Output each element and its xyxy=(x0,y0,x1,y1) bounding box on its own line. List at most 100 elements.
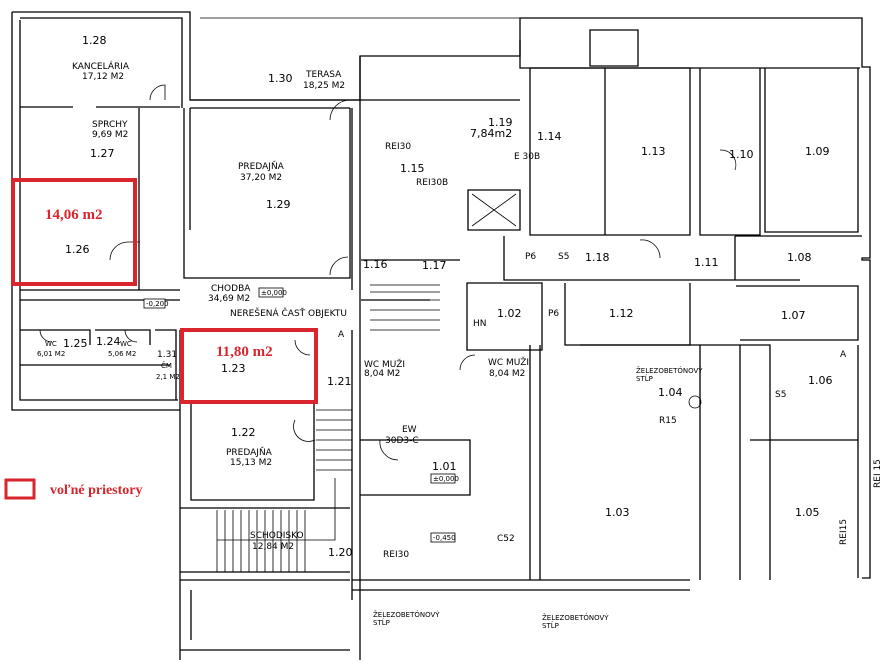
fire-rating-label: REI30 xyxy=(383,550,409,560)
level-box xyxy=(258,287,284,298)
level-mark: ±0,000 xyxy=(261,289,287,297)
room-area: 2,1 M2 xyxy=(156,373,180,381)
room-area: 15,13 M2 xyxy=(230,458,272,468)
room-name: PREDAJŇA xyxy=(226,447,273,458)
room-number: 1.15 xyxy=(400,162,425,175)
room-area: 8,04 M2 xyxy=(364,369,400,379)
room-area: 34,69 M2 xyxy=(208,294,250,304)
room-name: WC xyxy=(120,340,132,348)
room-name: ČM xyxy=(161,361,172,370)
room-number: 1.04 xyxy=(658,386,683,399)
room-name: TERASA xyxy=(305,70,342,80)
room-number: 1.24 xyxy=(96,335,121,348)
column-label: STĹP xyxy=(636,374,653,383)
room-number: 1.30 xyxy=(268,72,293,85)
room-number: 1.20 xyxy=(328,546,353,559)
room-area: 18,25 M2 xyxy=(303,81,345,91)
legend-swatch xyxy=(4,478,36,500)
room-number: 1.12 xyxy=(609,307,634,320)
highlight-area: 11,80 m2 xyxy=(216,344,273,360)
stair-treads xyxy=(216,284,440,572)
room-name: WC xyxy=(45,340,57,348)
room-area: 8,04 M2 xyxy=(489,369,525,379)
room-name: KANCELÁRIA xyxy=(72,60,130,72)
door-swings xyxy=(39,84,737,461)
room-number: 1.21 xyxy=(327,375,352,388)
room-number: 1.14 xyxy=(537,130,562,143)
column-label: ŽELEZOBETÓNOVÝ xyxy=(636,366,703,375)
fire-rating-label: REI 15 xyxy=(873,459,883,488)
room-name: PREDAJŇA xyxy=(238,161,285,172)
walls xyxy=(11,11,871,660)
room-area: 7,84m2 xyxy=(470,127,512,140)
level-mark: -0,450 xyxy=(433,534,456,542)
fire-rating-label: REI30 xyxy=(385,142,411,152)
fire-rating-label: R15 xyxy=(659,416,677,426)
room-name: SCHODISKO xyxy=(250,531,304,541)
room-area: 37,20 M2 xyxy=(240,173,282,183)
section-mark: A xyxy=(840,350,847,360)
column-label: ŽELEZOBETÓNOVÝ xyxy=(542,613,609,622)
unresolved-part-label: NEREŠENÁ ČASŤ OBJEKTU xyxy=(230,307,347,319)
room-name: WC MUŽI xyxy=(488,356,529,368)
column-icon xyxy=(688,395,702,409)
room-number: 1.18 xyxy=(585,251,610,264)
room-number: 1.19 xyxy=(488,116,513,129)
level-box xyxy=(143,298,166,309)
room-number: 1.16 xyxy=(363,258,388,271)
fire-rating-label: REI30B xyxy=(416,178,448,188)
room-number: 1.11 xyxy=(694,256,719,269)
hydrant-label: HN xyxy=(473,319,487,329)
room-name: CHODBA xyxy=(211,284,251,294)
column-label: ŽELEZOBETÓNOVÝ xyxy=(373,610,440,619)
room-number: 1.08 xyxy=(787,251,812,264)
room-number: 1.27 xyxy=(90,147,115,160)
room-number: 1.09 xyxy=(805,145,830,158)
level-box xyxy=(430,532,456,543)
room-number: 1.07 xyxy=(781,309,806,322)
room-name: WC MUŽI xyxy=(364,358,405,370)
room-number: 1.28 xyxy=(82,34,107,47)
fire-rating-label: 30D3-C xyxy=(385,436,419,446)
room-number: 1.13 xyxy=(641,145,666,158)
fire-rating-label: E 30B xyxy=(514,152,540,162)
equipment-label: P6 xyxy=(525,252,536,262)
fire-rating-label: EW xyxy=(402,425,417,435)
room-number: 1.26 xyxy=(65,243,90,256)
room-number: 1.10 xyxy=(729,148,754,161)
highlight-area: 14,06 m2 xyxy=(45,207,103,223)
room-labels: 1.28 KANCELÁRIA 17,12 M2 1.30 TERASA 18,… xyxy=(37,34,883,630)
highlight-room-1-26 xyxy=(11,178,137,286)
column-label: STĹP xyxy=(542,621,559,630)
room-number: 1.22 xyxy=(231,426,256,439)
room-number: 1.02 xyxy=(497,307,522,320)
level-box xyxy=(430,473,456,484)
room-area: 5,06 M2 xyxy=(108,350,136,358)
room-area: 9,69 M2 xyxy=(92,130,128,140)
room-area: 6,01 M2 xyxy=(37,350,65,358)
fire-rating-label: REI15 xyxy=(839,519,849,545)
room-area: 12,84 M2 xyxy=(252,542,294,552)
room-number: 1.06 xyxy=(808,374,833,387)
section-mark: A xyxy=(338,330,345,340)
level-mark: ±0,000 xyxy=(433,475,459,483)
highlight-room-1-23 xyxy=(180,328,318,404)
room-number: 1.29 xyxy=(266,198,291,211)
room-number: 1.23 xyxy=(221,362,246,375)
equipment-label: S5 xyxy=(775,390,786,400)
equipment-label: S5 xyxy=(558,252,569,262)
room-number: 1.31 xyxy=(157,350,177,360)
room-number: 1.25 xyxy=(63,337,88,350)
room-area: 17,12 M2 xyxy=(82,72,124,82)
room-name: SPRCHY xyxy=(92,120,128,130)
room-number: 1.17 xyxy=(422,259,447,272)
room-number: 1.05 xyxy=(795,506,820,519)
room-number: 1.01 xyxy=(432,460,457,473)
equipment-label: C52 xyxy=(497,534,515,544)
column-label: STĹP xyxy=(373,618,390,627)
legend-label: voľné priestory xyxy=(50,483,143,498)
level-mark: -0,200 xyxy=(146,300,169,308)
room-number: 1.03 xyxy=(605,506,630,519)
